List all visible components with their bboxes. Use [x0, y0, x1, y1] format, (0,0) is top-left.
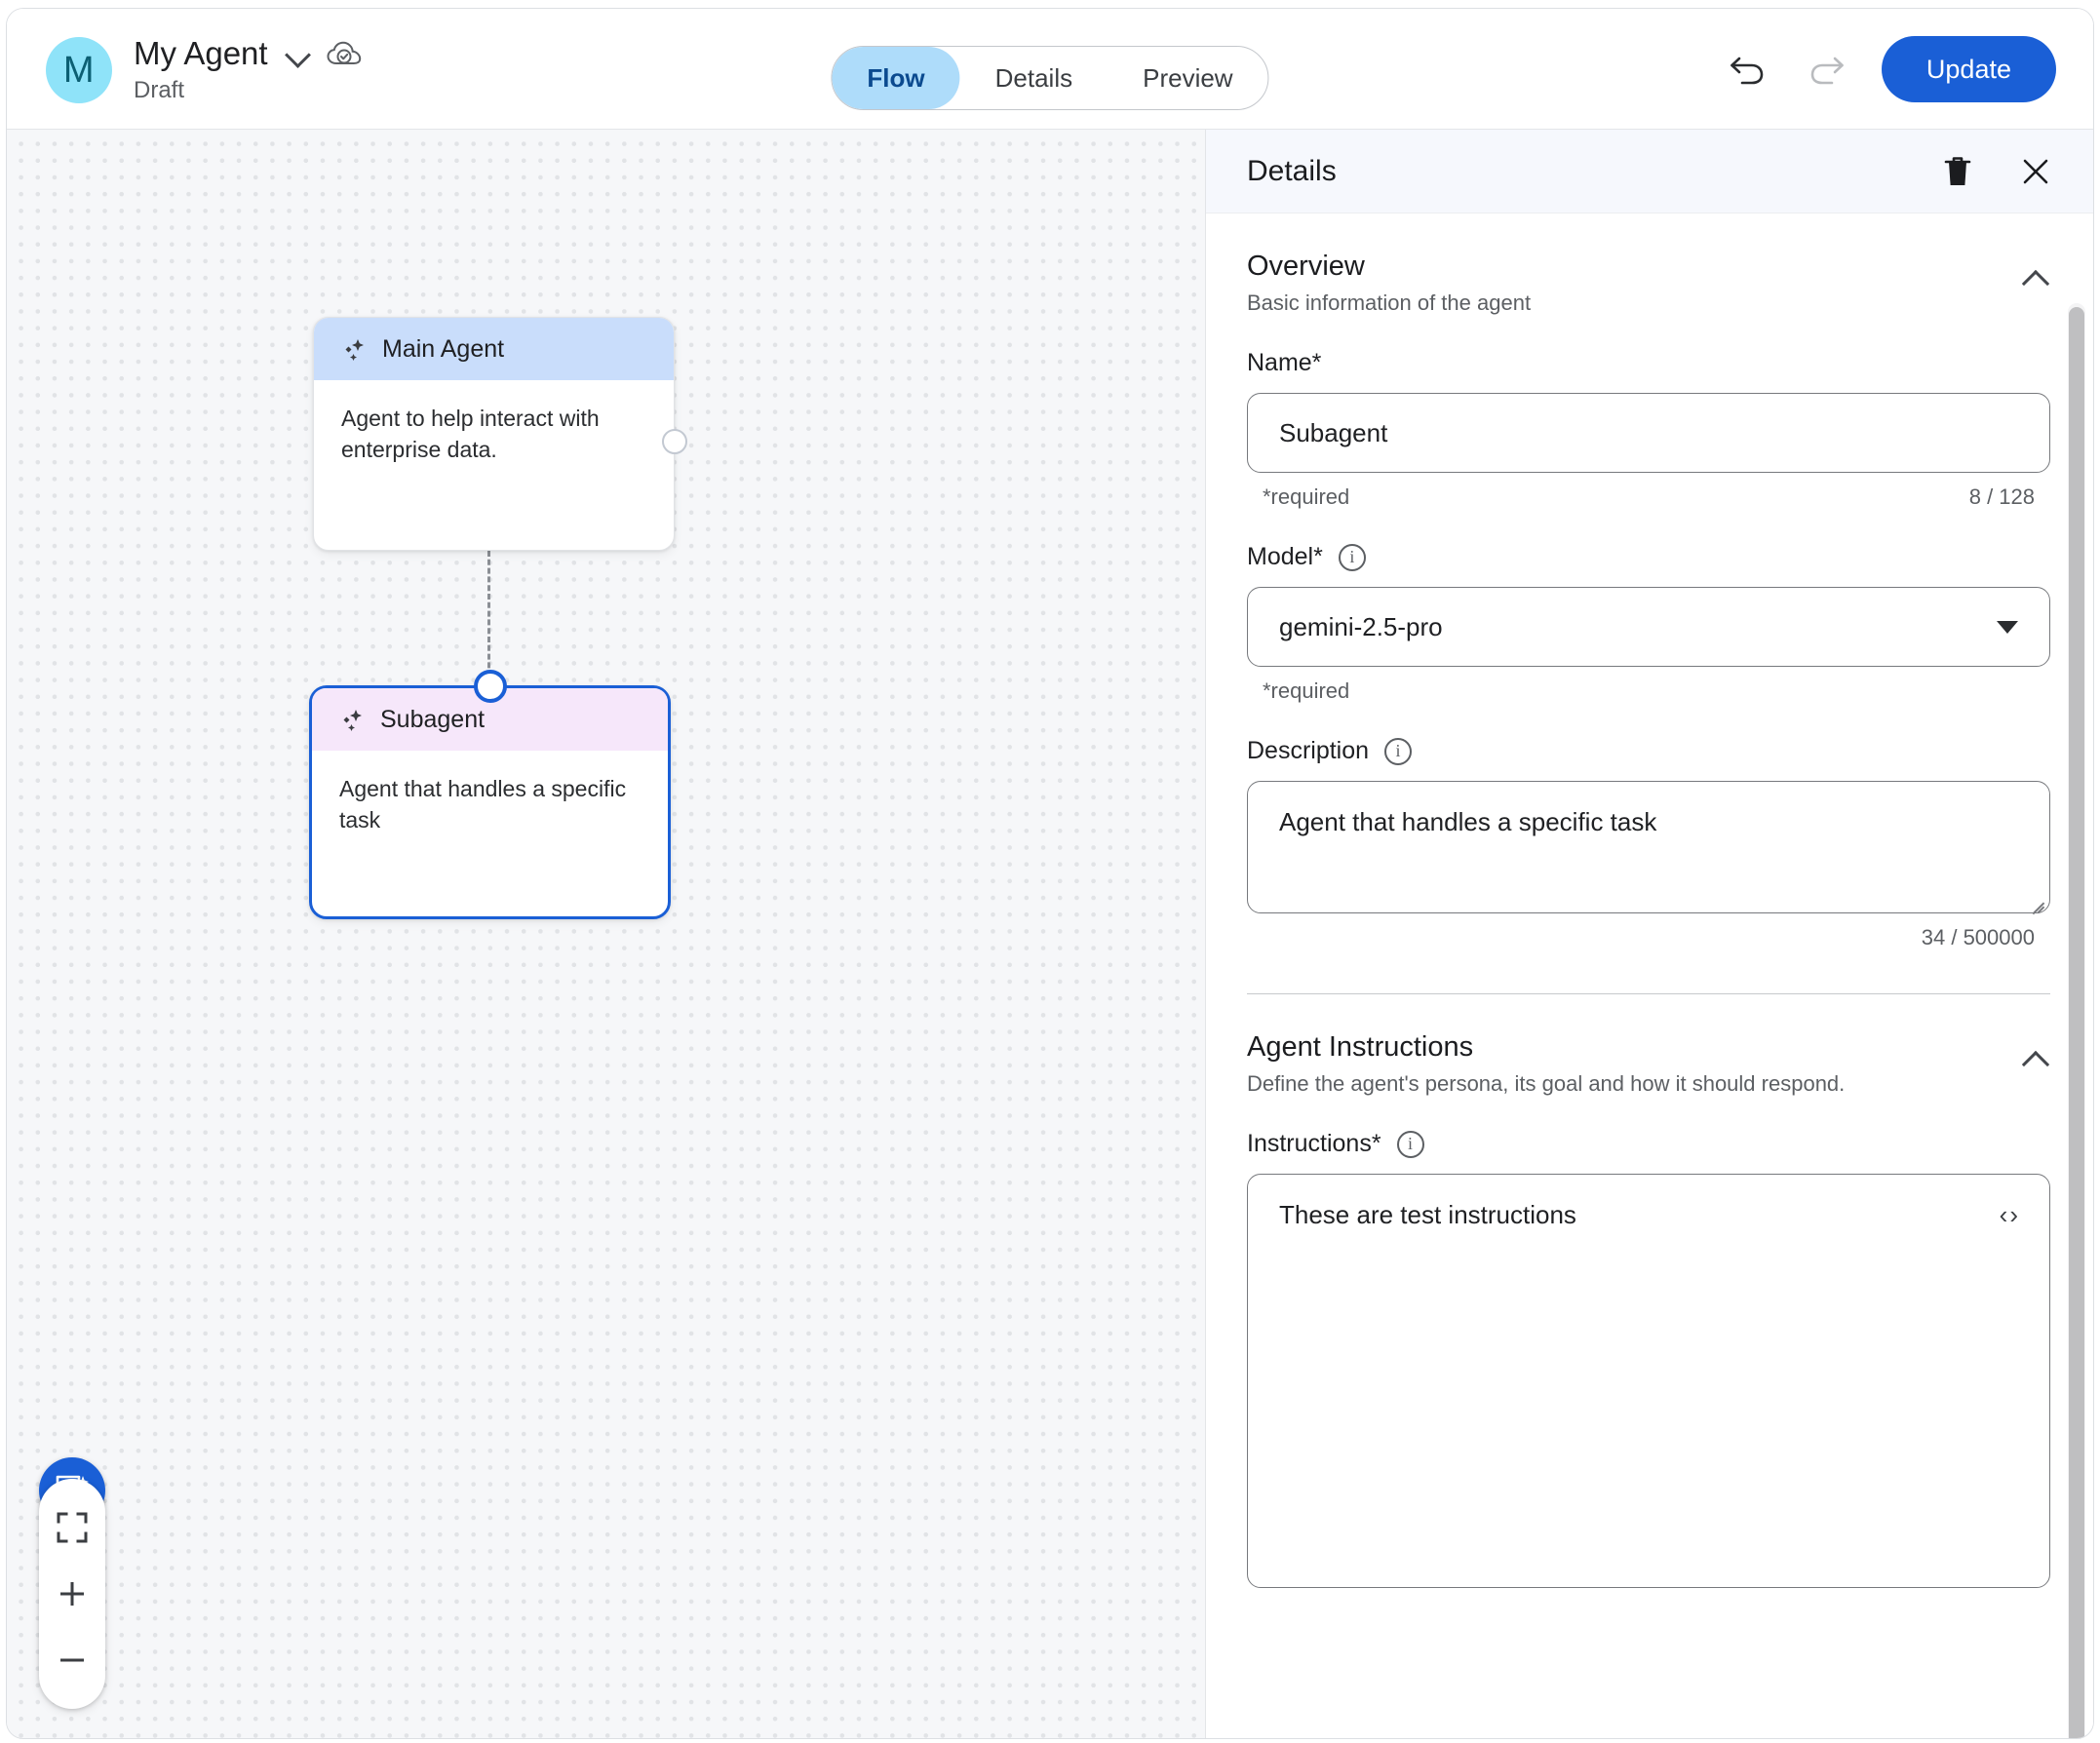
section-agent-instructions-header[interactable]: Agent Instructions Define the agent's pe… — [1247, 994, 2050, 1097]
app-window: M My Agent Draft Flow Details Preview — [6, 8, 2094, 1739]
node-input-port[interactable] — [473, 670, 507, 703]
tab-flow[interactable]: Flow — [832, 47, 960, 109]
page-title: My Agent — [134, 35, 268, 71]
description-value: Agent that handles a specific task — [1279, 807, 1657, 836]
field-description: Description i Agent that handles a speci… — [1247, 737, 2050, 950]
chevron-up-icon[interactable] — [2021, 1045, 2050, 1074]
name-counter: 8 / 128 — [1968, 484, 2035, 509]
instructions-value: These are test instructions — [1279, 1200, 1576, 1229]
flow-canvas[interactable]: Main Agent Agent to help interact with e… — [7, 130, 1205, 1738]
description-label: Description — [1247, 737, 1370, 764]
panel-scrollbar[interactable] — [2068, 303, 2085, 1738]
details-panel: Details — [1205, 130, 2093, 1738]
section-subtitle: Basic information of the agent — [1247, 290, 1532, 315]
zoom-out-button[interactable] — [39, 1627, 105, 1693]
status-badge: Draft — [134, 77, 185, 104]
sparkle-icon — [345, 339, 364, 361]
node-output-port[interactable] — [662, 429, 687, 454]
body: Main Agent Agent to help interact with e… — [7, 130, 2093, 1738]
caret-down-icon — [1997, 620, 2018, 634]
redo-icon[interactable] — [1804, 47, 1848, 92]
panel-scrollbar-thumb[interactable] — [2069, 307, 2084, 1738]
chevron-down-icon[interactable] — [286, 42, 309, 65]
trash-icon[interactable] — [1935, 149, 1980, 194]
section-overview-header[interactable]: Overview Basic information of the agent — [1247, 213, 2050, 316]
panel-content[interactable]: Overview Basic information of the agent … — [1206, 213, 2093, 1738]
model-required-hint: *required — [1263, 678, 1350, 703]
node-description: Agent that handles a specific task — [339, 776, 627, 833]
instructions-textarea[interactable]: These are test instructions ‹› — [1247, 1174, 2050, 1588]
name-label: Name* — [1247, 349, 1322, 376]
section-subtitle: Define the agent's persona, its goal and… — [1247, 1071, 1846, 1096]
resize-handle[interactable] — [2027, 890, 2044, 908]
node-title: Main Agent — [382, 334, 505, 363]
info-icon[interactable]: i — [1384, 737, 1413, 765]
update-button[interactable]: Update — [1881, 36, 2056, 102]
name-required-hint: *required — [1263, 484, 1350, 509]
chevron-up-icon[interactable] — [2021, 264, 2050, 293]
avatar: M — [46, 37, 112, 104]
close-icon[interactable] — [2013, 149, 2058, 194]
panel-header: Details — [1206, 130, 2093, 213]
top-bar: M My Agent Draft Flow Details Preview — [7, 9, 2093, 130]
name-input[interactable]: Subagent — [1247, 393, 2050, 473]
node-subagent[interactable]: Subagent Agent that handles a specific t… — [309, 670, 671, 919]
info-icon[interactable]: i — [1338, 543, 1366, 571]
description-textarea[interactable]: Agent that handles a specific task — [1247, 781, 2050, 913]
field-name: Name* Subagent *required 8 / 128 — [1247, 349, 2050, 510]
section-divider — [1247, 993, 2050, 994]
sparkle-icon — [343, 710, 362, 731]
node-main-agent[interactable]: Main Agent Agent to help interact with e… — [313, 317, 687, 551]
undo-icon[interactable] — [1726, 47, 1770, 92]
description-counter: 34 / 500000 — [1921, 925, 2035, 949]
field-instructions: Instructions* i These are test instructi… — [1247, 1130, 2050, 1588]
model-select[interactable]: gemini-2.5-pro — [1247, 587, 2050, 667]
instructions-label: Instructions* — [1247, 1130, 1381, 1157]
agent-brand: M My Agent Draft — [46, 35, 362, 104]
node-description: Agent to help interact with enterprise d… — [341, 406, 600, 462]
top-actions: Update — [1726, 36, 2056, 102]
model-label: Model* — [1247, 543, 1323, 570]
code-brackets-icon[interactable]: ‹› — [1999, 1200, 2020, 1229]
section-title: Overview — [1247, 251, 1365, 282]
edge-main-to-sub — [487, 551, 490, 685]
tab-preview[interactable]: Preview — [1143, 62, 1233, 93]
panel-title: Details — [1247, 154, 1337, 187]
fit-to-screen-icon[interactable] — [39, 1494, 105, 1561]
view-tabs: Flow Details Preview — [831, 46, 1269, 110]
model-selected-value: gemini-2.5-pro — [1279, 611, 1443, 641]
zoom-controls — [39, 1479, 105, 1709]
tab-details[interactable]: Details — [994, 62, 1073, 93]
field-model: Model* i gemini-2.5-pro *required — [1247, 543, 2050, 704]
zoom-in-button[interactable] — [39, 1561, 105, 1627]
node-header: Main Agent — [314, 318, 674, 380]
info-icon[interactable]: i — [1396, 1130, 1424, 1158]
cloud-check-icon — [327, 41, 361, 65]
node-title: Subagent — [380, 705, 486, 733]
section-title: Agent Instructions — [1247, 1031, 1474, 1063]
